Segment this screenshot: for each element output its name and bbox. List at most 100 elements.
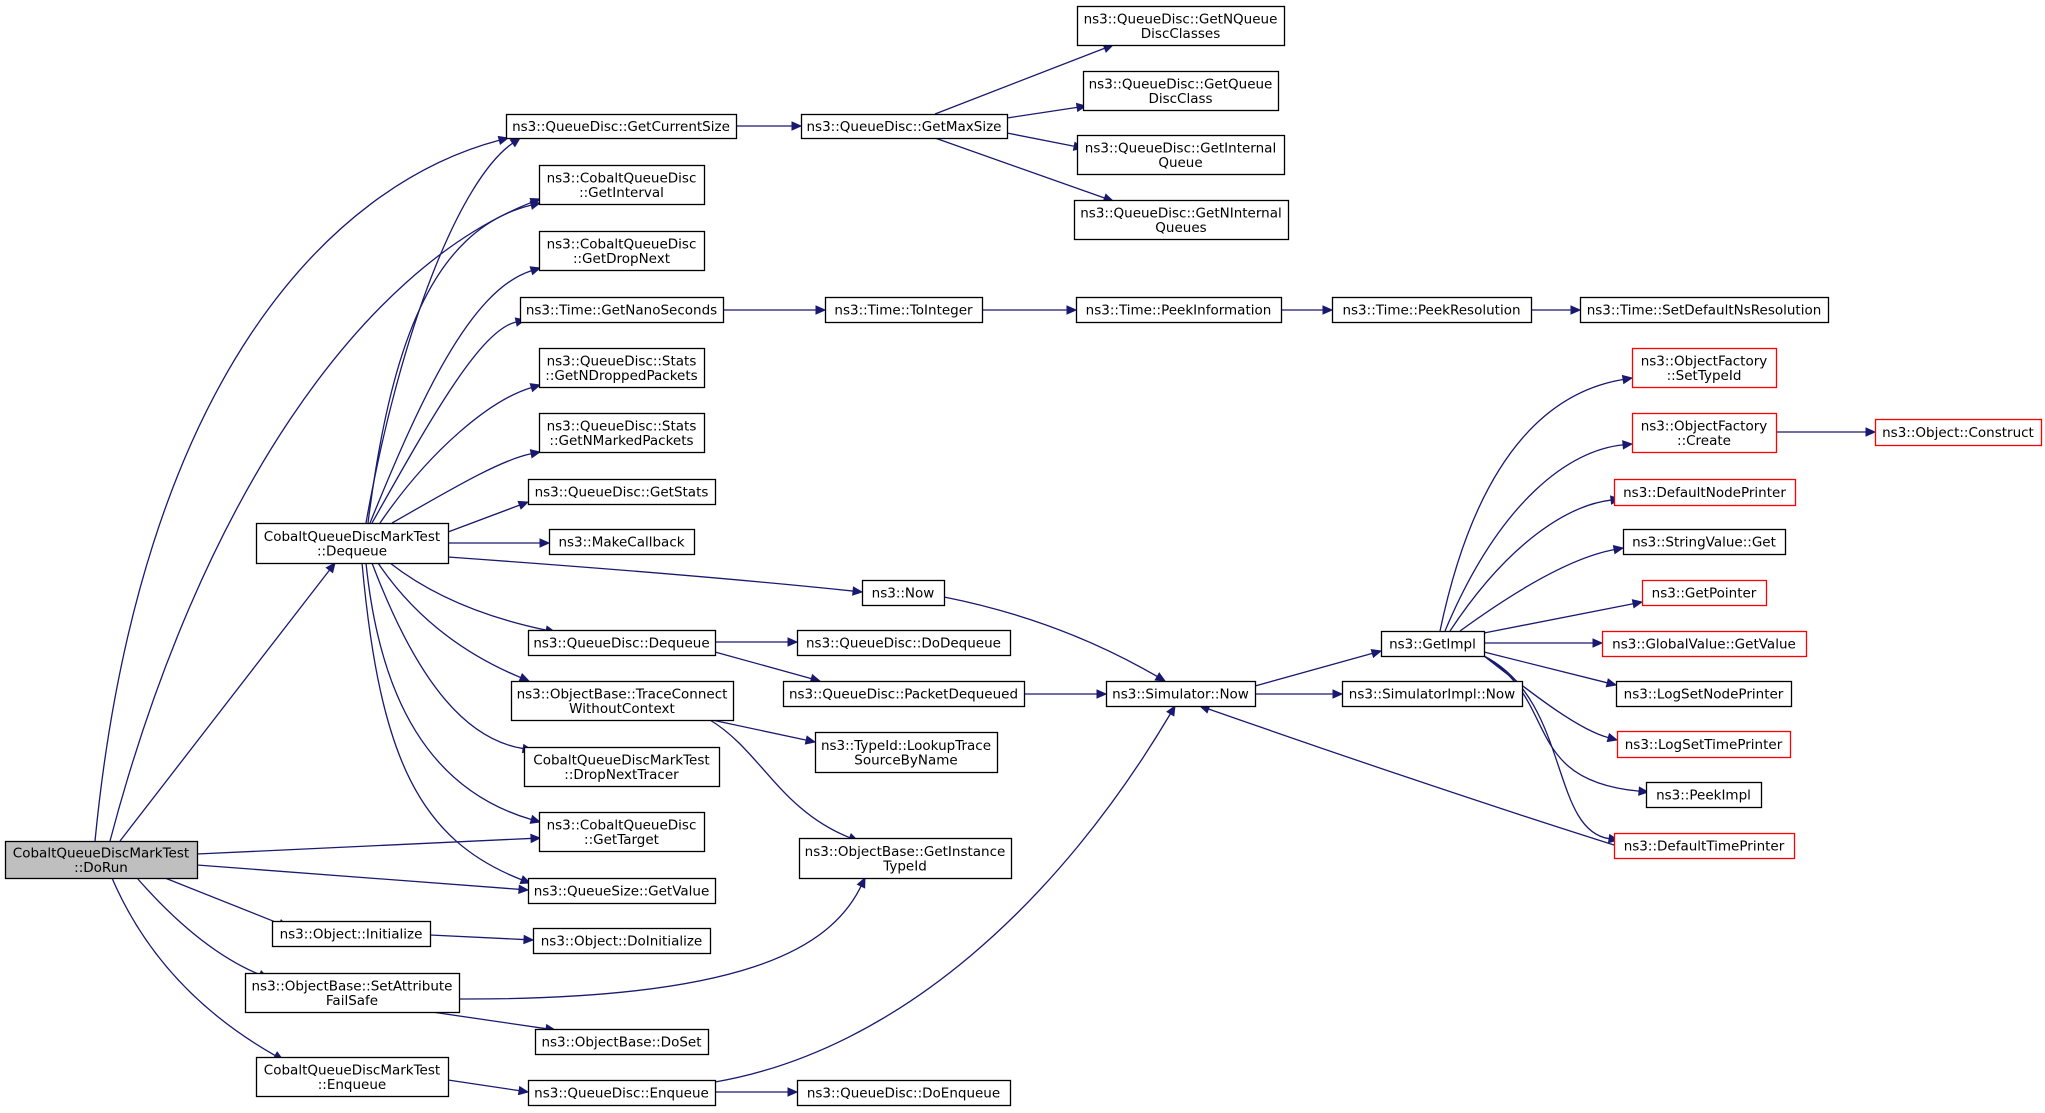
node-peekimpl[interactable]: ns3::PeekImpl [1645, 781, 1763, 809]
node-simimplnow[interactable]: ns3::SimulatorImpl::Now [1341, 680, 1524, 708]
edge-line [431, 1011, 547, 1030]
node-label: ns3::Time::GetNanoSeconds [526, 303, 717, 319]
edge-line [109, 201, 532, 842]
call-edge-dequeuetest-to-getdropnext [369, 266, 542, 524]
node-getcurrentsize[interactable]: ns3::QueueDisc::GetCurrentSize [505, 113, 738, 140]
node-label: Queues [1155, 220, 1206, 236]
call-edge-dorun-to-enqueuetest [111, 877, 285, 1061]
node-simnow[interactable]: ns3::Simulator::Now [1105, 680, 1257, 708]
node-dequeuetest[interactable]: CobaltQueueDiscMarkTest::Dequeue [255, 522, 450, 565]
node-create[interactable]: ns3::ObjectFactory::Create [1631, 412, 1778, 454]
node-getndroppedpackets[interactable]: ns3::QueueDisc::Stats::GetNDroppedPacket… [538, 347, 706, 389]
edge-line [714, 713, 1171, 1083]
call-edge-enqueuetest-to-qdenqueue [447, 1079, 530, 1096]
node-tointeger[interactable]: ns3::Time::ToInteger [824, 296, 984, 324]
arrowhead-icon [497, 135, 510, 146]
node-label: ns3::QueueDisc::Stats [547, 353, 697, 369]
node-logsetnodeprinter[interactable]: ns3::LogSetNodePrinter [1615, 680, 1793, 708]
call-edge-getimpl-to-defaulttimeprinter [1483, 655, 1620, 844]
call-edge-dequeuetest-to-getnanoseconds [371, 317, 527, 524]
arrowhead-icon [529, 383, 542, 393]
node-label: ns3::GetImpl [1389, 637, 1476, 653]
node-getdropnext[interactable]: ns3::CobaltQueueDisc::GetDropNext [538, 230, 706, 272]
call-edge-dorun-to-gettarget [196, 833, 542, 855]
node-getmaxsize[interactable]: ns3::QueueDisc::GetMaxSize [800, 113, 1009, 140]
node-box [548, 528, 696, 556]
node-dorun[interactable]: CobaltQueueDiscMarkTest::DoRun [4, 840, 199, 880]
node-box [527, 629, 717, 657]
node-makecallback[interactable]: ns3::MakeCallback [548, 528, 696, 556]
node-getpointer[interactable]: ns3::GetPointer [1641, 579, 1768, 607]
node-getimpl[interactable]: ns3::GetImpl [1380, 630, 1486, 658]
node-box [1579, 296, 1830, 324]
node-traceconnect[interactable]: ns3::ObjectBase::TraceConnectWithoutCont… [510, 680, 735, 722]
call-edge-dequeuetest-to-getndroppedpackets [379, 383, 542, 524]
node-getnanoseconds[interactable]: ns3::Time::GetNanoSeconds [519, 296, 725, 324]
node-defaultnodeprinter[interactable]: ns3::DefaultNodePrinter [1613, 478, 1797, 507]
node-box [505, 113, 738, 140]
node-box [1105, 680, 1257, 708]
node-packetdequeued[interactable]: ns3::QueueDisc::PacketDequeued [782, 680, 1026, 708]
node-label: ::GetTarget [584, 832, 659, 848]
node-peekinformation[interactable]: ns3::Time::PeekInformation [1075, 296, 1283, 324]
node-gettarget[interactable]: ns3::CobaltQueueDisc::GetTarget [538, 811, 706, 853]
node-box [1073, 199, 1290, 241]
node-queuesizegetvalue[interactable]: ns3::QueueSize::GetValue [527, 877, 717, 905]
node-stringvalueget[interactable]: ns3::StringValue::Get [1622, 528, 1787, 556]
node-defaulttimeprinter[interactable]: ns3::DefaultTimePrinter [1613, 832, 1796, 860]
node-label: ::DoRun [74, 860, 128, 876]
edge-line [365, 142, 514, 524]
node-doinitialize[interactable]: ns3::Object::DoInitialize [532, 927, 712, 955]
node-doset[interactable]: ns3::ObjectBase::DoSet [534, 1028, 710, 1056]
node-setdefaultnsresolution[interactable]: ns3::Time::SetDefaultNsResolution [1579, 296, 1830, 324]
node-objinitialize[interactable]: ns3::Object::Initialize [271, 920, 432, 948]
node-box [1613, 832, 1796, 860]
call-edge-qddequeue-to-dodequeue [715, 637, 799, 647]
call-edge-objinitialize-to-doinitialize [429, 934, 535, 945]
node-label: CobaltQueueDiscMarkTest [13, 845, 189, 861]
node-dropnexttracer[interactable]: CobaltQueueDiscMarkTest::DropNextTracer [523, 746, 721, 788]
edge-line [119, 569, 331, 842]
node-getnmarkedpackets[interactable]: ns3::QueueDisc::Stats::GetNMarkedPackets [538, 412, 706, 454]
node-dodequeue[interactable]: ns3::QueueDisc::DoDequeue [796, 629, 1012, 657]
node-box [1615, 680, 1793, 708]
node-label: ::DropNextTracer [564, 767, 679, 783]
node-globalvalueget[interactable]: ns3::GlobalValue::GetValue [1601, 630, 1808, 658]
edge-line [711, 719, 807, 741]
node-peekresolution[interactable]: ns3::Time::PeekResolution [1331, 296, 1533, 324]
node-box [538, 164, 706, 206]
node-label: ns3::LogSetNodePrinter [1624, 687, 1784, 703]
node-enqueuetest[interactable]: CobaltQueueDiscMarkTest::Enqueue [255, 1056, 450, 1098]
node-now[interactable]: ns3::Now [861, 579, 946, 607]
node-box [527, 877, 717, 905]
edge-line [934, 137, 1105, 199]
node-label: ns3::Time::SetDefaultNsResolution [1587, 303, 1822, 319]
node-logsettimeprinter[interactable]: ns3::LogSetTimePrinter [1616, 730, 1792, 759]
node-getinterval[interactable]: ns3::CobaltQueueDisc::GetInterval [538, 164, 706, 206]
call-edge-dequeuetest-to-now [447, 556, 864, 596]
call-edge-getimpl-to-create [1444, 440, 1634, 632]
edge-line [934, 47, 1105, 115]
edge-line [1483, 655, 1609, 739]
edge-line [1483, 603, 1634, 634]
node-label: ns3::Now [872, 586, 935, 602]
node-getstats[interactable]: ns3::QueueDisc::GetStats [527, 478, 717, 506]
node-settypeid[interactable]: ns3::ObjectFactory::SetTypeId [1631, 347, 1778, 389]
arrowhead-icon [791, 121, 803, 131]
arrowhead-icon [325, 562, 336, 574]
node-doenqueue[interactable]: ns3::QueueDisc::DoEnqueue [796, 1079, 1012, 1107]
node-construct[interactable]: ns3::Object::Construct [1874, 418, 2043, 447]
node-qdenqueue[interactable]: ns3::QueueDisc::Enqueue [527, 1079, 717, 1107]
node-box [800, 113, 1009, 140]
node-qddequeue[interactable]: ns3::QueueDisc::Dequeue [527, 629, 717, 657]
node-label: ns3::QueueSize::GetValue [534, 884, 710, 900]
node-box [519, 296, 725, 324]
call-edge-create-to-construct [1776, 427, 1877, 437]
